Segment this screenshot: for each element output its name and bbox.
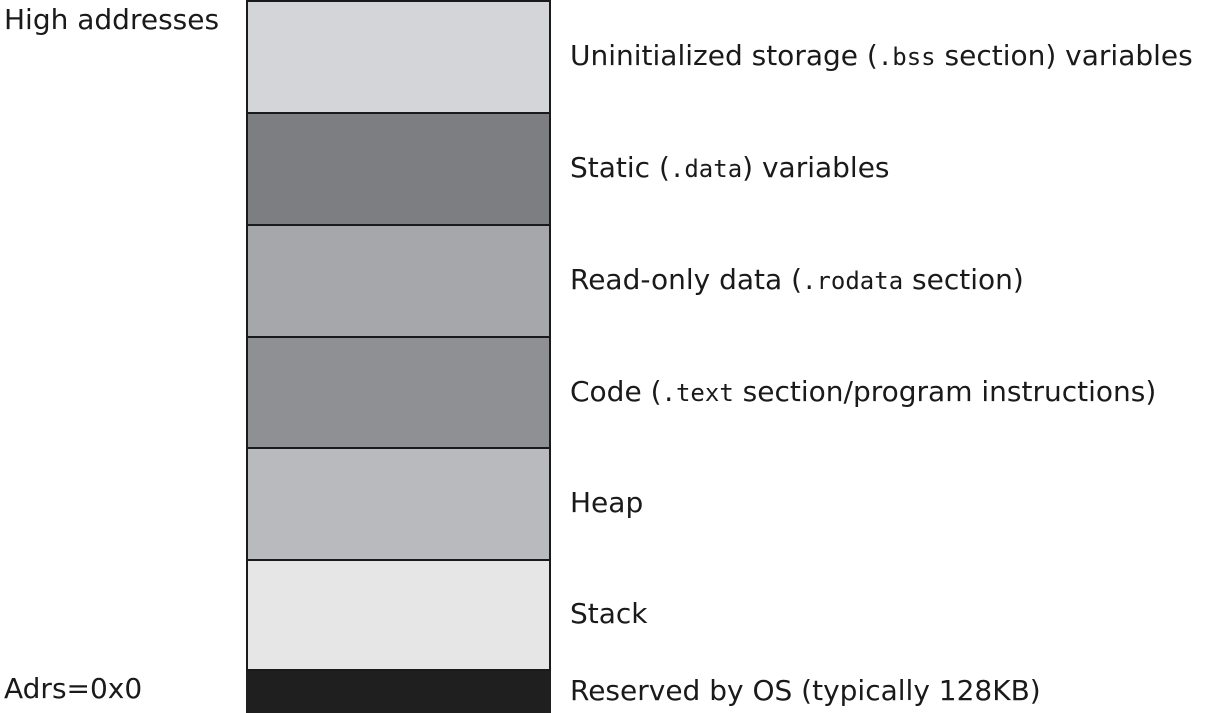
segment-data <box>246 112 551 226</box>
label-bss: Uninitialized storage (.bss section) var… <box>570 39 1193 72</box>
label-text: Code (.text section/program instructions… <box>570 375 1157 408</box>
address-zero-label: Adrs=0x0 <box>4 672 143 705</box>
segment-rodata <box>246 224 551 338</box>
label-data: Static (.data) variables <box>570 151 890 184</box>
label-stack: Stack <box>570 597 648 630</box>
memory-layout-stack <box>246 0 551 713</box>
segment-heap <box>246 447 551 561</box>
label-heap: Heap <box>570 486 644 519</box>
high-addresses-label: High addresses <box>4 3 220 36</box>
label-rodata: Read-only data (.rodata section) <box>570 263 1024 296</box>
segment-reserved <box>246 671 551 713</box>
segment-text <box>246 336 551 450</box>
segment-bss <box>246 0 551 114</box>
segment-stack <box>246 559 551 671</box>
label-reserved: Reserved by OS (typically 128KB) <box>570 674 1041 707</box>
